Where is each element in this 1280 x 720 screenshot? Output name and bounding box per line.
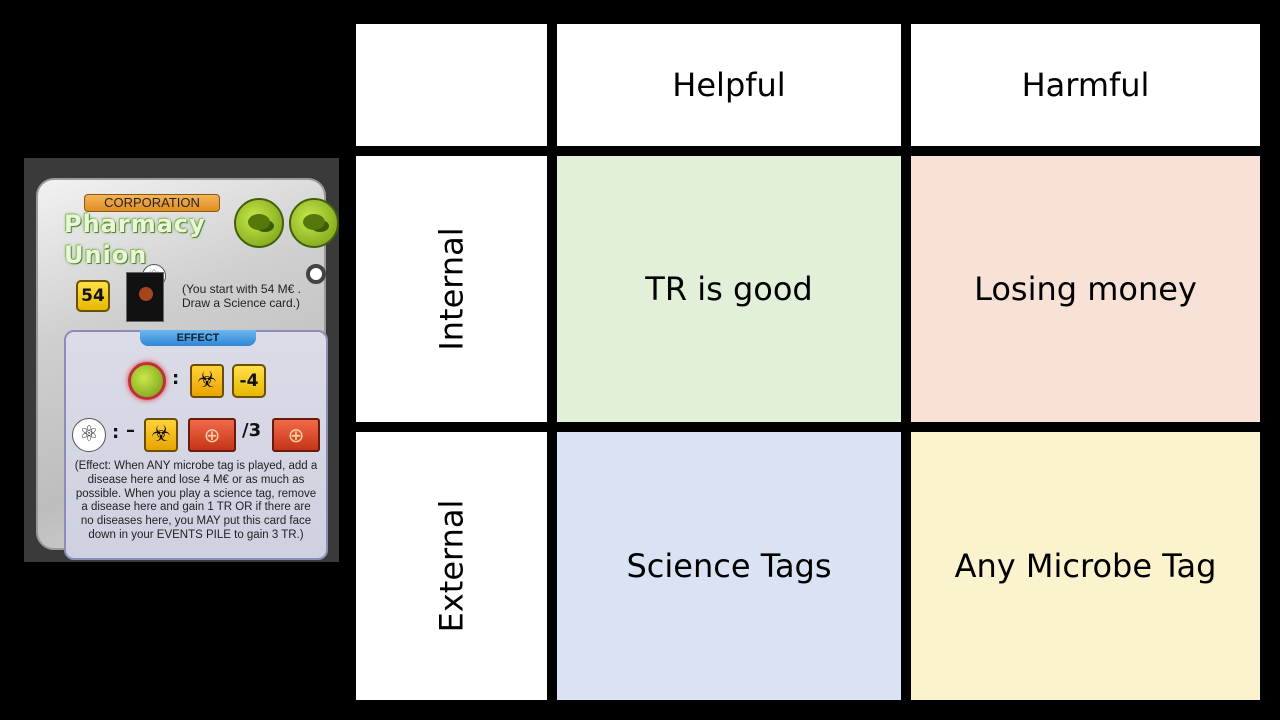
megacredit-cost-icon: -4: [232, 364, 266, 398]
start-text: (You start with 54 M€ . Draw a Science c…: [182, 282, 301, 310]
microbe-tag-icon: [289, 198, 339, 248]
row-header-external: External: [356, 432, 547, 700]
biohazard-icon: ☣: [144, 418, 178, 452]
column-header-harmful: Harmful: [911, 24, 1260, 146]
colon: :: [112, 422, 120, 443]
cell-external-helpful: Science Tags: [557, 432, 901, 700]
microbe-trigger-icon: [128, 362, 166, 400]
cell-internal-harmful: Losing money: [911, 156, 1260, 422]
effect-label: EFFECT: [140, 330, 256, 346]
microbe-tag-icon: [234, 198, 284, 248]
ring-icon: [306, 264, 326, 284]
cell-internal-helpful: TR is good: [557, 156, 901, 422]
megacredit-icon: 54: [76, 280, 110, 312]
row-label-external: External: [432, 499, 471, 633]
corporation-card: CORPORATION Pharmacy Union ⚛ 54 (You sta…: [24, 158, 339, 562]
effect-text: (Effect: When ANY microbe tag is played,…: [74, 460, 318, 541]
cell-external-harmful: Any Microbe Tag: [911, 432, 1260, 700]
terraform-rating-icon: ⊕: [188, 418, 236, 452]
row-label-internal: Internal: [432, 227, 471, 351]
terraform-rating-icon: ⊕: [272, 418, 320, 452]
card-body: CORPORATION Pharmacy Union ⚛ 54 (You sta…: [36, 178, 339, 560]
corporation-badge: CORPORATION: [84, 194, 220, 212]
grid-corner: [356, 24, 547, 146]
biohazard-icon: ☣: [190, 364, 224, 398]
science-trigger-icon: ⚛: [72, 418, 106, 452]
row-header-internal: Internal: [356, 156, 547, 422]
card-title-line-1: Pharmacy: [64, 210, 206, 238]
column-header-helpful: Helpful: [557, 24, 901, 146]
divisor-text: /3: [242, 420, 262, 441]
remove-dash: –: [126, 420, 135, 441]
colon: :: [172, 368, 180, 389]
card-back-icon: [126, 272, 164, 322]
effect-box: EFFECT : ☣ -4 ⚛ : – ☣ ⊕ /3 ⊕ (Effect: Wh…: [64, 330, 328, 560]
card-title-line-2: Union: [64, 241, 148, 269]
